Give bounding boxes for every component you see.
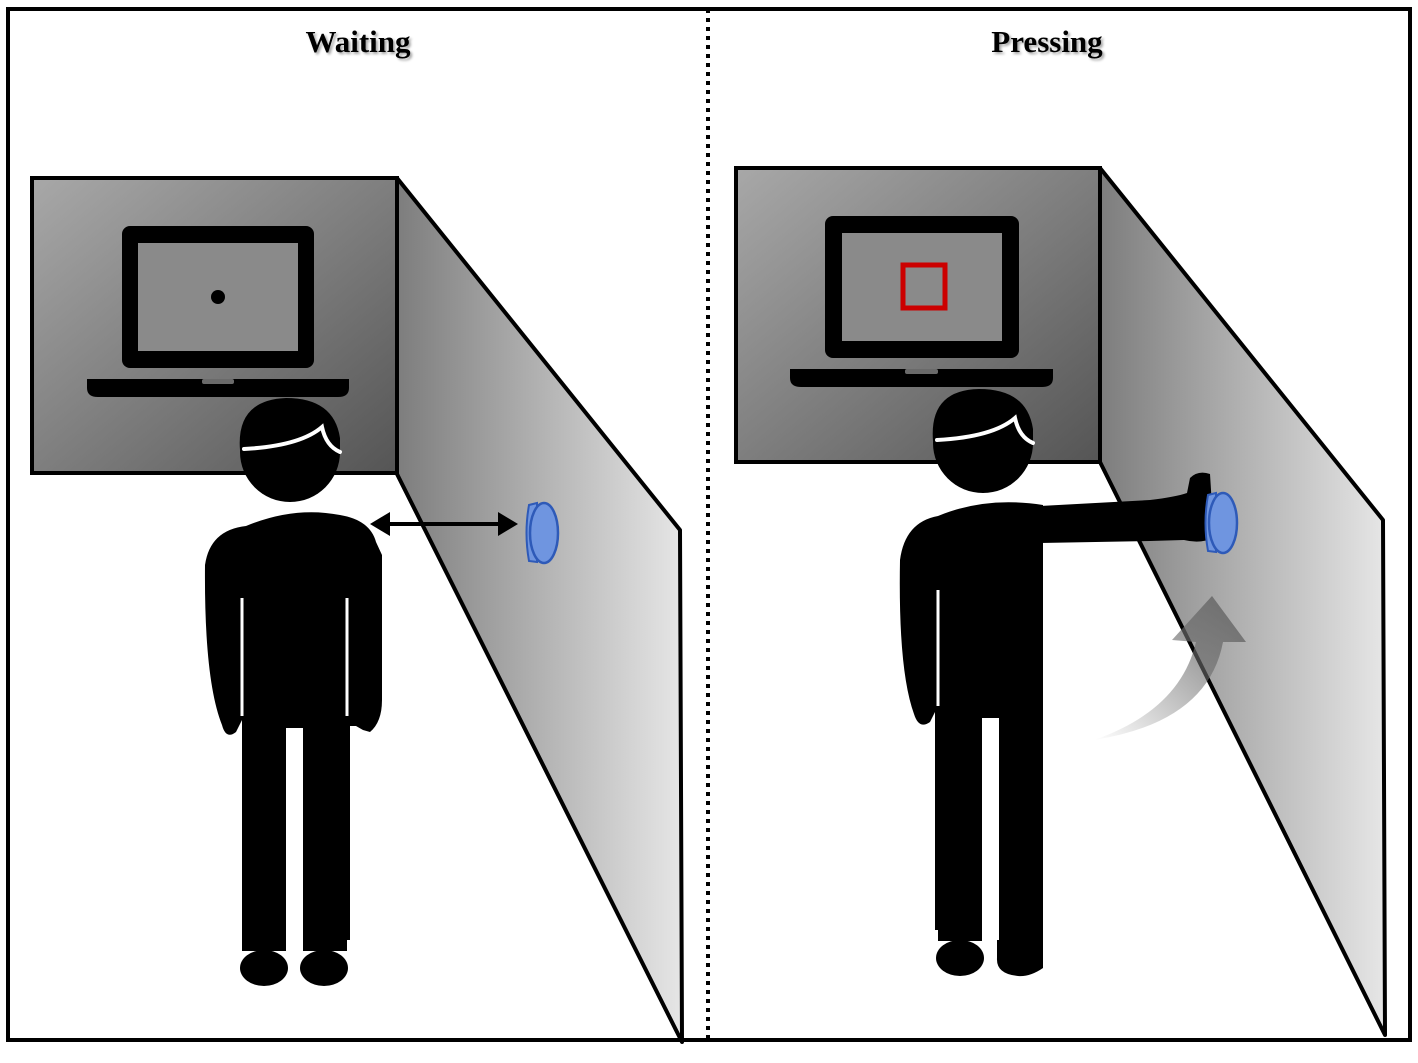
panel-waiting: Waiting xyxy=(30,24,684,1044)
side-wall xyxy=(395,176,684,1044)
panel-title-pressing: Pressing xyxy=(991,24,1103,59)
button-icon xyxy=(1204,491,1239,555)
side-wall xyxy=(1098,166,1387,1037)
double-arrow-icon xyxy=(370,512,518,536)
laptop-icon xyxy=(87,226,349,397)
panel-title-waiting: Waiting xyxy=(305,24,411,59)
person-icon xyxy=(204,398,382,986)
fixation-dot-icon xyxy=(211,290,225,304)
person-icon xyxy=(899,389,1214,977)
laptop-icon xyxy=(790,216,1053,387)
button-icon xyxy=(525,501,560,565)
panel-pressing: Pressing xyxy=(734,24,1387,1037)
stimulus-square-icon xyxy=(900,262,948,311)
curved-arrow-icon xyxy=(1094,596,1246,740)
